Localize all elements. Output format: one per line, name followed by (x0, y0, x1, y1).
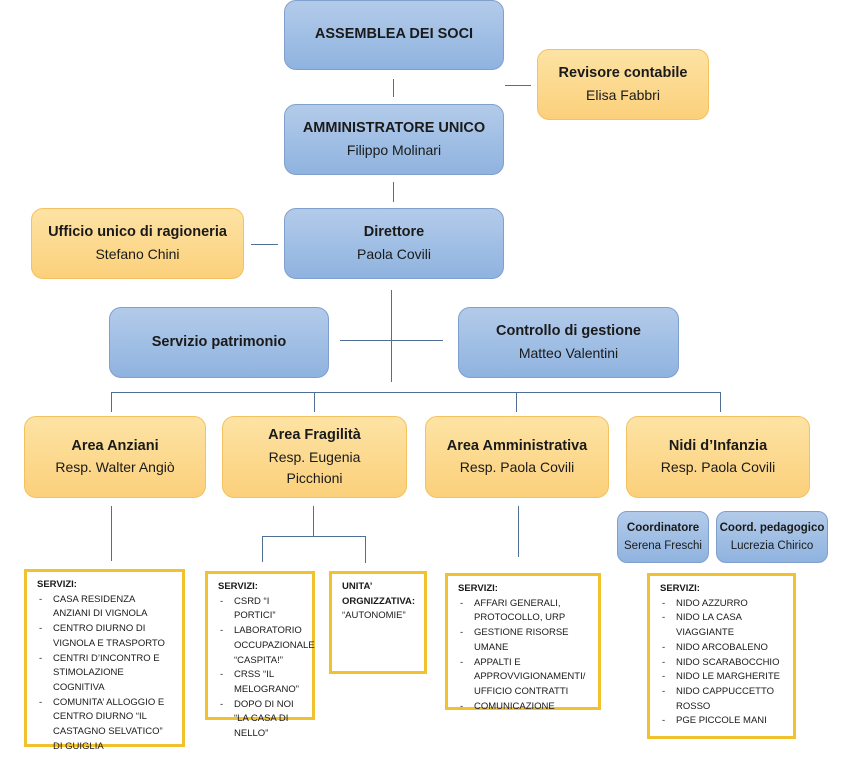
connector (340, 340, 443, 341)
ufficio-ragioneria-box: Ufficio unico di ragioneria Stefano Chin… (31, 208, 244, 279)
box-title: Servizio patrimonio (151, 333, 287, 350)
list-item: NIDO LE MARGHERITE (660, 670, 785, 685)
direttore-box: Direttore Paola Covili (284, 208, 504, 279)
list-item: CENTRO DIURNO DI VIGNOLA E TRASPORTO (37, 622, 174, 651)
box-title: Controllo di gestione (496, 323, 641, 340)
connector (720, 392, 721, 412)
servizi-list: CASA RESIDENZA ANZIANI DI VIGNOLA CENTRO… (37, 593, 174, 755)
area-amministrativa-box: Area Amministrativa Resp. Paola Covili (425, 416, 609, 498)
list-item: CSRD “I PORTICI” (218, 595, 304, 624)
servizi-heading: SERVIZI: (37, 579, 77, 590)
connector (365, 536, 366, 563)
box-title: Ufficio unico di ragioneria (48, 224, 227, 241)
box-person: Resp. Paola Covili (660, 459, 776, 476)
list-item: COMUNITA’ ALLOGGIO E CENTRO DIURNO “IL C… (37, 696, 174, 755)
connector (516, 392, 517, 412)
servizi-heading: SERVIZI: (458, 583, 498, 594)
servizi-list: CSRD “I PORTICI” LABORATORIO OCCUPAZIONA… (218, 595, 315, 742)
connector (262, 536, 263, 562)
box-title: Nidi d’Infanzia (668, 437, 768, 454)
area-fragilita-box: Area Fragilità Resp. Eugenia Picchioni (222, 416, 407, 498)
connector (111, 392, 720, 393)
nidi-infanzia-box: Nidi d’Infanzia Resp. Paola Covili (626, 416, 810, 498)
list-item: PGE PICCOLE MANI (660, 714, 785, 729)
box-person: Stefano Chini (95, 245, 180, 262)
servizi-nidi-box: SERVIZI: NIDO AZZURRO NIDO LA CASA VIAGG… (647, 573, 796, 739)
connector (251, 244, 278, 245)
box-person: Resp. Paola Covili (459, 459, 575, 476)
servizi-fragilita-box: SERVIZI: CSRD “I PORTICI” LABORATORIO OC… (205, 571, 315, 739)
servizio-patrimonio-box: Servizio patrimonio (109, 307, 329, 378)
unita-organizzativa-box: UNITA’ ORGNIZZATIVA: “AUTONOMIE” (329, 571, 427, 674)
list-item: CRSS “IL MELOGRANO” (218, 668, 304, 697)
connector (393, 182, 394, 202)
connector (518, 506, 519, 557)
list-item: NIDO CAPPUCCETTO ROSSO (660, 685, 785, 714)
servizi-list: AFFARI GENERALI, PROTOCOLLO, URP GESTION… (458, 597, 590, 715)
list-item: NIDO SCARABOCCHIO (660, 656, 785, 671)
list-item: DOPO DI NOI “LA CASA DI NELLO” (218, 698, 304, 742)
box-person: Elisa Fabbri (586, 86, 660, 103)
servizi-amministrativa-box: SERVIZI: AFFARI GENERALI, PROTOCOLLO, UR… (445, 573, 601, 714)
box-title: Coord. pedagogico (719, 521, 825, 534)
assemblea-dei-soci-box: ASSEMBLEA DEI SOCI (284, 0, 504, 70)
box-person: Matteo Valentini (518, 344, 619, 361)
box-person: Resp. Walter Angiò (55, 459, 175, 476)
unita-text: “AUTONOMIE” (342, 610, 406, 622)
list-item: LABORATORIO OCCUPAZIONALE “CASPITA!” (218, 624, 315, 668)
list-item: CASA RESIDENZA ANZIANI DI VIGNOLA (37, 593, 174, 622)
box-person: Paola Covili (357, 245, 431, 262)
connector (262, 536, 366, 537)
connector (111, 392, 112, 412)
box-title: Area Amministrativa (446, 437, 588, 454)
box-title: Coordinatore (626, 521, 700, 534)
list-item: NIDO LA CASA VIAGGIANTE (660, 611, 785, 640)
list-item: CENTRI D’INCONTRO E STIMOLAZIONE COGNITI… (37, 652, 174, 696)
coordinatore-box: Coordinatore Serena Freschi (617, 511, 709, 563)
servizi-heading: SERVIZI: (660, 583, 700, 594)
servizi-list: NIDO AZZURRO NIDO LA CASA VIAGGIANTE NID… (660, 597, 785, 729)
box-title: Revisore contabile (558, 65, 688, 82)
list-item: APPALTI E APPROVVIGIONAMENTI/ UFFICIO CO… (458, 656, 590, 700)
connector (391, 290, 392, 382)
list-item: AFFARI GENERALI, PROTOCOLLO, URP (458, 597, 590, 626)
connector (313, 506, 314, 536)
list-item: NIDO AZZURRO (660, 597, 785, 612)
box-title: ASSEMBLEA DEI SOCI (314, 26, 474, 43)
list-item: GESTIONE RISORSE UMANE (458, 626, 590, 655)
box-title: Area Fragilità (268, 427, 361, 444)
connector (314, 392, 315, 412)
box-person: Filippo Molinari (346, 141, 442, 158)
list-item: NIDO ARCOBALENO (660, 641, 785, 656)
amministratore-unico-box: AMMINISTRATORE UNICO Filippo Molinari (284, 104, 504, 175)
box-person: Resp. Eugenia Picchioni (268, 448, 361, 486)
connector (111, 506, 112, 561)
box-title: Area Anziani (71, 437, 159, 454)
connector (393, 79, 394, 97)
box-title: Direttore (363, 224, 425, 241)
servizi-heading: SERVIZI: (218, 581, 258, 592)
revisore-contabile-box: Revisore contabile Elisa Fabbri (537, 49, 709, 120)
area-anziani-box: Area Anziani Resp. Walter Angiò (24, 416, 206, 498)
coord-pedagogico-box: Coord. pedagogico Lucrezia Chirico (716, 511, 828, 563)
list-item: COMUNICAZIONE (458, 700, 590, 715)
unita-heading: UNITA’ ORGNIZZATIVA: (342, 581, 415, 607)
servizi-anziani-box: SERVIZI: CASA RESIDENZA ANZIANI DI VIGNO… (24, 569, 185, 752)
controllo-gestione-box: Controllo di gestione Matteo Valentini (458, 307, 679, 378)
connector (505, 85, 531, 86)
box-person: Serena Freschi (624, 540, 702, 552)
box-title: AMMINISTRATORE UNICO (302, 120, 486, 137)
box-person: Lucrezia Chirico (730, 540, 814, 552)
